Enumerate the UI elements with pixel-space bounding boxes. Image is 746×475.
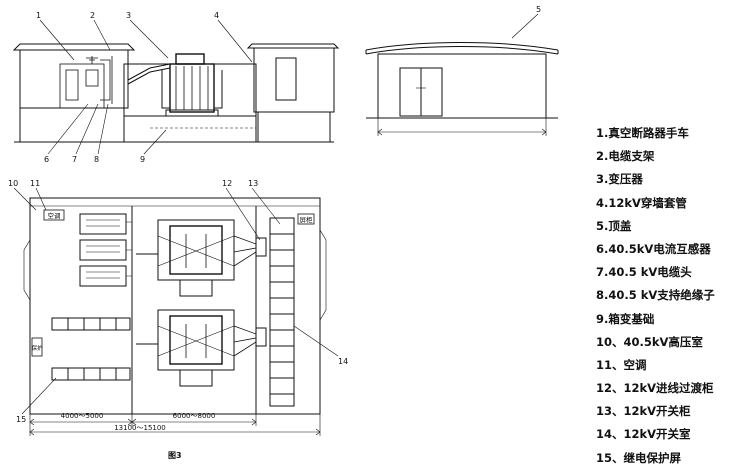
side-elevation [365, 42, 559, 136]
callout-13: 13 [248, 179, 258, 188]
dim-total: 13100～15100 [114, 424, 166, 432]
figure-caption: 图3 [168, 451, 182, 460]
callout-6: 6 [44, 155, 49, 164]
protection-left-label: 保护 [31, 344, 43, 352]
callout-14: 14 [338, 357, 348, 366]
legend-item: 1.真空断路器手车 [596, 126, 689, 140]
callout-2: 2 [90, 11, 95, 20]
callout-1: 1 [36, 11, 41, 20]
screen-label: 屏柜 [300, 215, 314, 224]
callout-12: 12 [222, 179, 232, 188]
legend-item: 2.电缆支架 [596, 149, 655, 164]
callout-15: 15 [16, 415, 26, 424]
callout-8: 8 [94, 155, 99, 164]
callout-9: 9 [140, 155, 145, 164]
legend-list: 1.真空断路器手车 2.电缆支架 3.变压器 4.12kV穿墙套管 5.顶盖 6… [596, 122, 744, 470]
legend-item: 7.40.5 kV电缆头 [596, 265, 692, 280]
legend-item: 5.顶盖 [596, 218, 632, 233]
legend-item: 12、12kV进线过渡柜 [596, 381, 714, 396]
legend-item: 13、12kV开关柜 [596, 404, 691, 419]
legend-item: 15、继电保护屏 [596, 450, 682, 465]
front-elevation [12, 43, 340, 143]
legend-item: 11、空调 [596, 357, 647, 372]
legend-item: 8.40.5 kV支持绝缘子 [596, 288, 715, 303]
callout-5: 5 [536, 5, 541, 14]
callout-10: 10 [8, 179, 18, 188]
dim-transformer-room: 6000～8000 [173, 412, 216, 420]
callout-11: 11 [30, 179, 40, 188]
legend-item: 6.40.5kV电流互感器 [596, 241, 711, 256]
dim-hv-room: 4000～5000 [61, 412, 104, 420]
callout-7: 7 [72, 155, 77, 164]
callout-3: 3 [126, 11, 131, 20]
legend-item: 4.12kV穿墙套管 [596, 195, 687, 210]
legend-item: 10、40.5kV高压室 [596, 334, 703, 349]
legend-item: 3.变压器 [596, 172, 643, 187]
legend-item: 14、12kV开关室 [596, 427, 691, 442]
legend-item: 9.箱变基础 [596, 311, 655, 326]
aircon-label: 空调 [48, 211, 61, 220]
callout-4: 4 [214, 11, 219, 20]
plan-view [13, 187, 339, 436]
